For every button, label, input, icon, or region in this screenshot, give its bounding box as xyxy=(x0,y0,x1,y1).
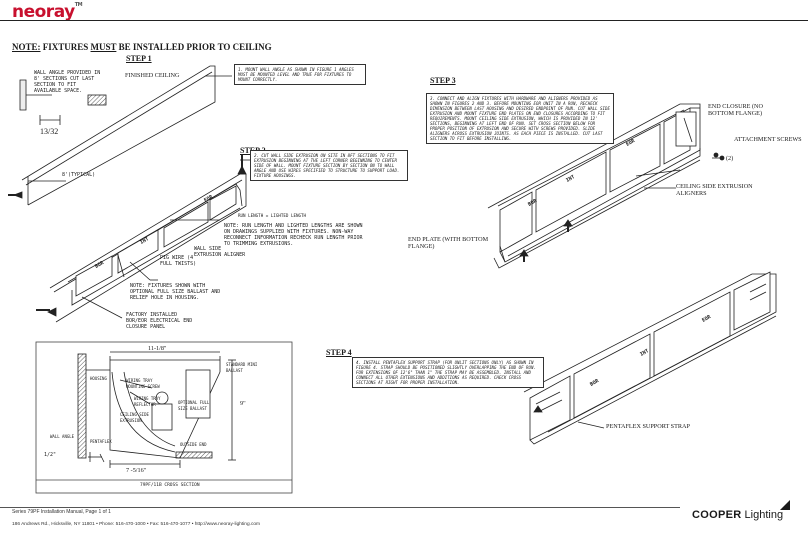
note-text-a: FIXTURES xyxy=(40,42,91,52)
step1-wall-angle-drawing xyxy=(8,65,232,206)
step2-run-length: RUN LENGTH = LIGHTED LENGTH xyxy=(238,213,307,218)
step2-fixture-drawing xyxy=(36,155,250,323)
cooper-wedge-icon xyxy=(780,500,790,510)
step4-pentaflex-label: PENTAFLEX SUPPORT STRAP xyxy=(606,423,690,430)
step3-qty-label: (2) xyxy=(726,155,734,162)
note-prefix: NOTE: xyxy=(12,42,41,52)
step4-fixture-drawing xyxy=(523,271,777,445)
cs-housing-label: HOUSING xyxy=(90,376,107,381)
step1-finished-ceiling-label: FINISHED CEILING xyxy=(125,72,180,79)
step4-instruction: 4. INSTALL PENTAFLEX SUPPORT STRAP (FOR … xyxy=(352,357,544,388)
cs-half-dim: 1/2" xyxy=(44,452,57,458)
step1-title: STEP 1 xyxy=(126,54,152,63)
step1-typical-label: 8'(TYPICAL) xyxy=(62,172,96,178)
step1-instruction: 1. MOUNT WALL ANGLE AS SHOWN IN FIGURE 1… xyxy=(234,64,366,85)
cs-wiring-tray-reflector-label: WIRING TRAY REFLECTOR xyxy=(134,396,161,407)
step3-end-plate-label: END PLATE (WITH BOTTOM FLANGE) xyxy=(408,236,489,250)
step1-dimension: 13/32 xyxy=(40,127,59,136)
cs-optional-ballast-label: OPTIONAL FULL SIZE BALLAST xyxy=(178,400,210,411)
footer-rule xyxy=(0,507,680,508)
step1-wall-angle-label: WALL ANGLE PROVIDED IN 8' SECTIONS CUT L… xyxy=(34,70,101,94)
cs-outside-end-label: OUTSIDE END xyxy=(180,442,207,447)
cooper-name: COOPER xyxy=(692,509,742,521)
logo-text: neoray xyxy=(12,2,75,22)
note-must: MUST xyxy=(90,42,117,52)
step2-note-run: NOTE: RUN LENGTH AND LIGHTED LENGTHS ARE… xyxy=(224,223,363,247)
step2-pig-wire-label: PIG WIRE (4 FULL TWISTS) xyxy=(160,255,197,267)
cs-width-top: 11-1/8" xyxy=(148,345,167,352)
footer-series: Series 79PF Installation Manual, Page 1 … xyxy=(12,509,111,515)
cs-wiring-tray-label: WIRING TRAY MOUNTING SCREW xyxy=(126,378,160,389)
step3-attachment-label: ATTACHMENT SCREWS xyxy=(734,136,802,143)
step3-instruction: 3. CONNECT AND ALIGN FIXTURES WITH HARDW… xyxy=(426,93,614,144)
cross-section-drawing xyxy=(35,341,293,494)
cs-wall-angle-label: WALL ANGLE xyxy=(50,434,75,439)
cs-caption: 79PF/11B CROSS SECTION xyxy=(140,483,200,488)
step2-note-fixtures: NOTE: FIXTURES SHOWN WITH OPTIONAL FULL … xyxy=(130,283,221,301)
cs-width-bottom: 7 -5/16" xyxy=(126,467,147,474)
step2-wall-side-label: WALL SIDE EXTRUSION ALIGNER xyxy=(194,246,246,258)
footer-address: 186 Andrews Rd., Hicksville, NY 11801 • … xyxy=(12,522,261,527)
cooper-suffix: Lighting xyxy=(744,509,784,521)
step4-title: STEP 4 xyxy=(326,348,352,357)
cs-height: 9" xyxy=(240,400,246,407)
install-note: NOTE: FIXTURES MUST BE INSTALLED PRIOR T… xyxy=(12,42,272,52)
step3-title: STEP 3 xyxy=(430,76,456,85)
step3-fixture-drawing xyxy=(487,103,725,269)
header-rule xyxy=(0,20,808,22)
step3-ceiling-side-label: CEILING SIDE EXTRUSION ALIGNERS xyxy=(676,183,753,197)
cs-pentaflex-label: PENTAFLEX xyxy=(90,439,112,444)
step2-instruction: 2. CUT WALL SIDE EXTRUSION ON SITE IN 8F… xyxy=(250,150,408,181)
trademark-mark: TM xyxy=(74,2,83,8)
cs-standard-ballast-label: STANDARD MINI BALLAST xyxy=(226,362,258,373)
step3-end-closure-label: END CLOSURE (NO BOTTOM FLANGE) xyxy=(708,103,763,117)
step2-factory-label: FACTORY INSTALLED BOR/EOR ELECTRICAL END… xyxy=(126,312,193,330)
note-text-b: BE INSTALLED PRIOR TO CEILING xyxy=(116,42,272,52)
neoray-logo: neorayTM xyxy=(12,2,83,22)
cooper-logo: COOPER Lighting xyxy=(692,500,790,521)
cs-ceiling-side-label: CEILING SIDE EXTRUSION xyxy=(120,412,149,423)
